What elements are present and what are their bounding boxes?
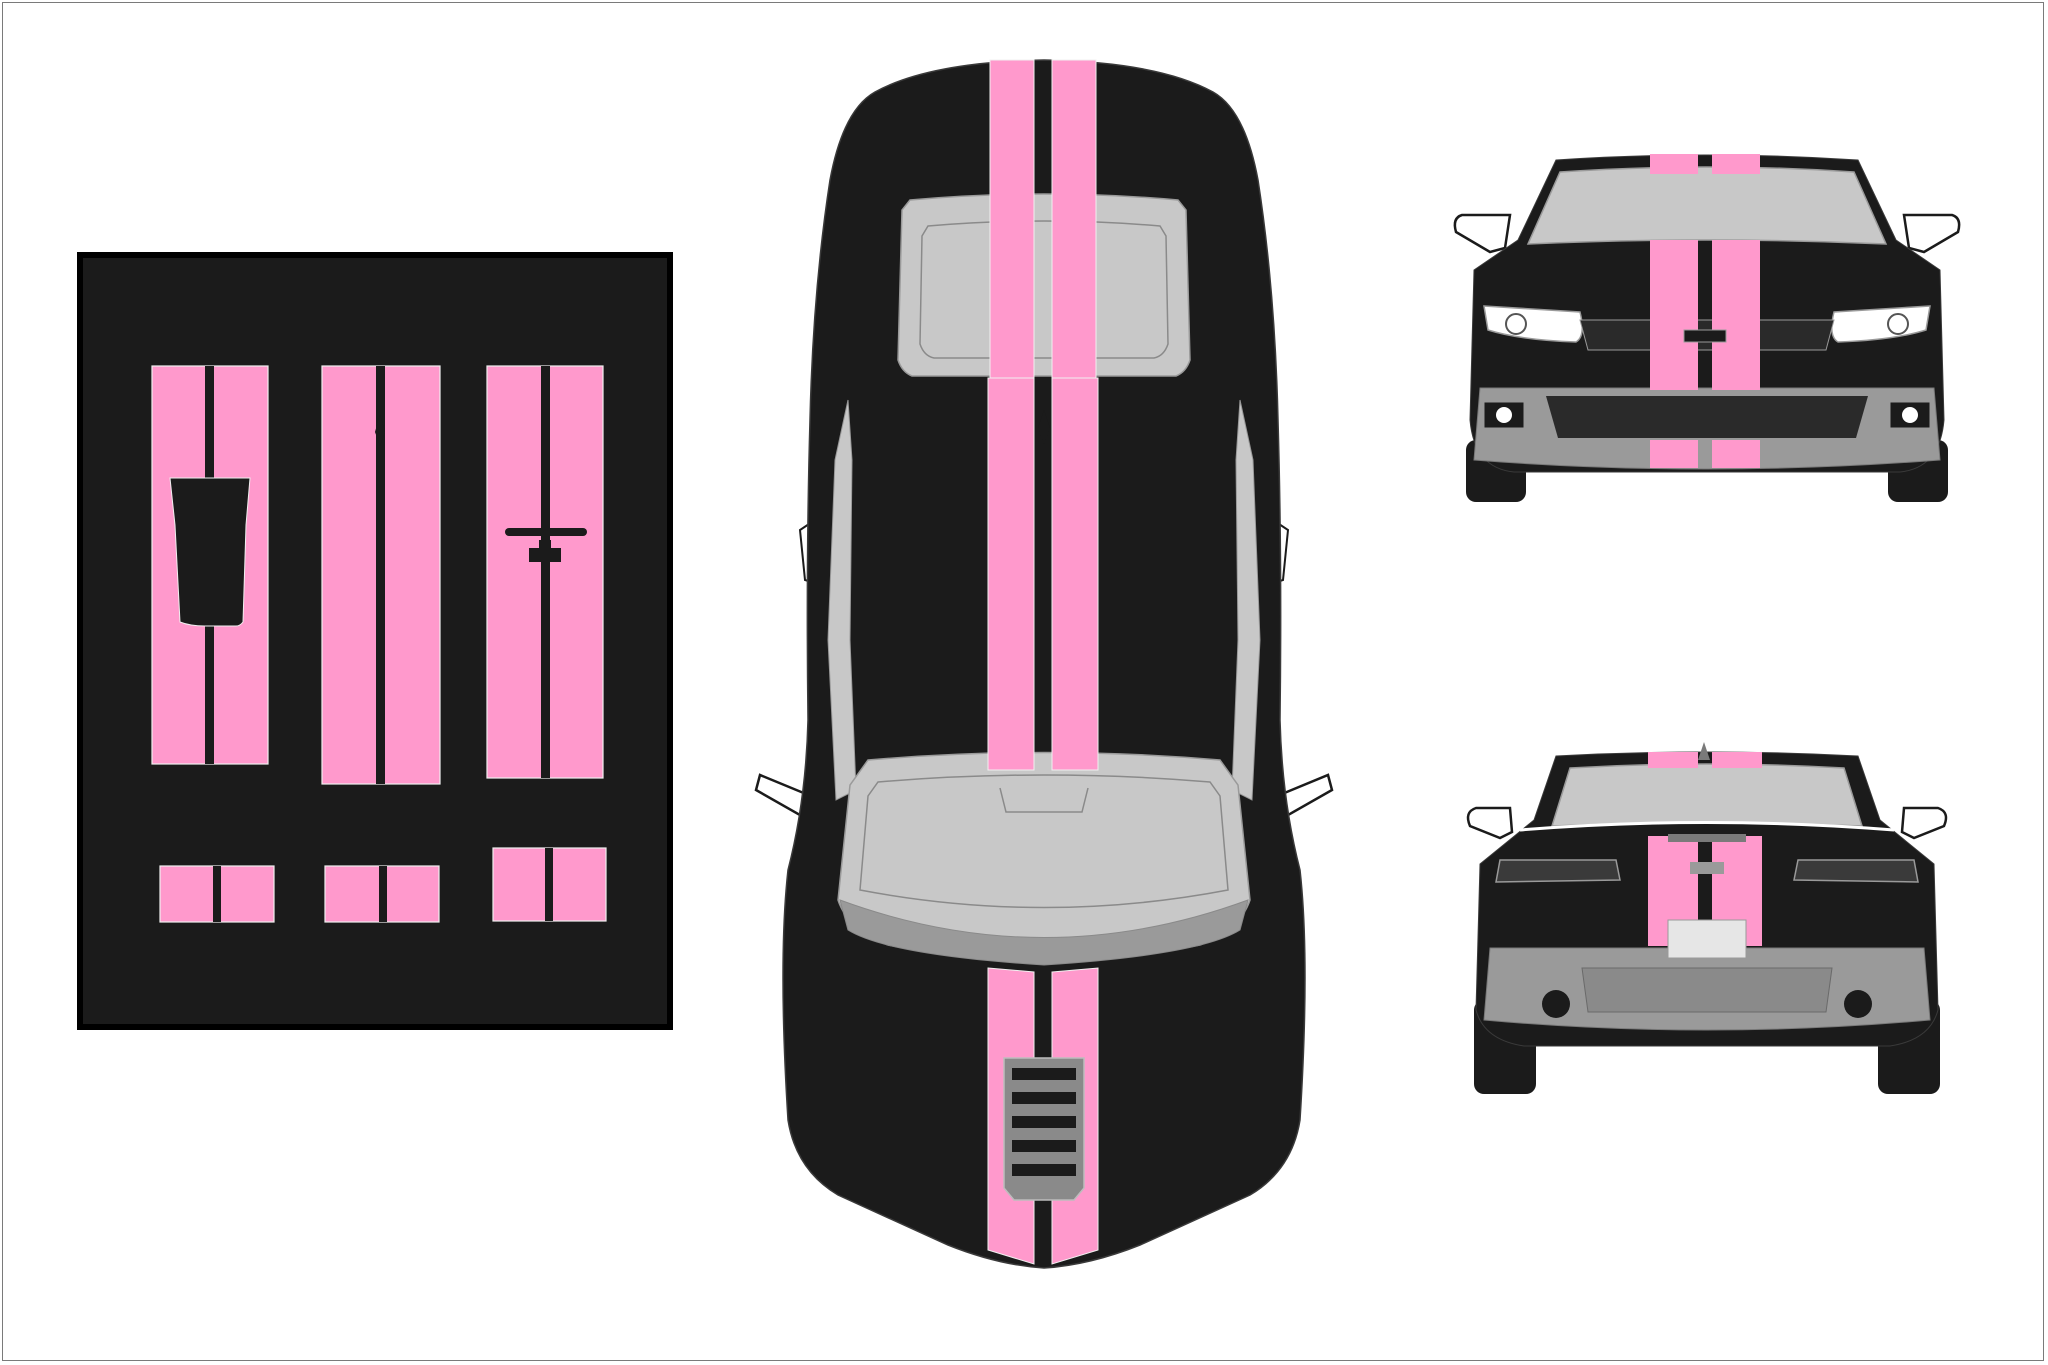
car-front-view-icon (1453, 154, 1961, 502)
roof-stripe-piece (321, 365, 441, 785)
license-plate (1667, 919, 1747, 959)
car-rear-view-icon (1466, 742, 1948, 1094)
short-stripe-pieces (159, 847, 607, 923)
stripe-decal-sheet-icon (77, 252, 673, 1030)
hood-vent-icon (1003, 1057, 1085, 1201)
trunk-stripe-piece (486, 365, 604, 779)
hood-stripe-piece (151, 365, 269, 765)
bowtie-icon-rear (1690, 862, 1724, 874)
left-side-glass (827, 399, 857, 801)
right-side-glass (1231, 399, 1261, 801)
bowtie-icon (1683, 329, 1727, 343)
car-top-view-icon (754, 59, 1334, 1269)
